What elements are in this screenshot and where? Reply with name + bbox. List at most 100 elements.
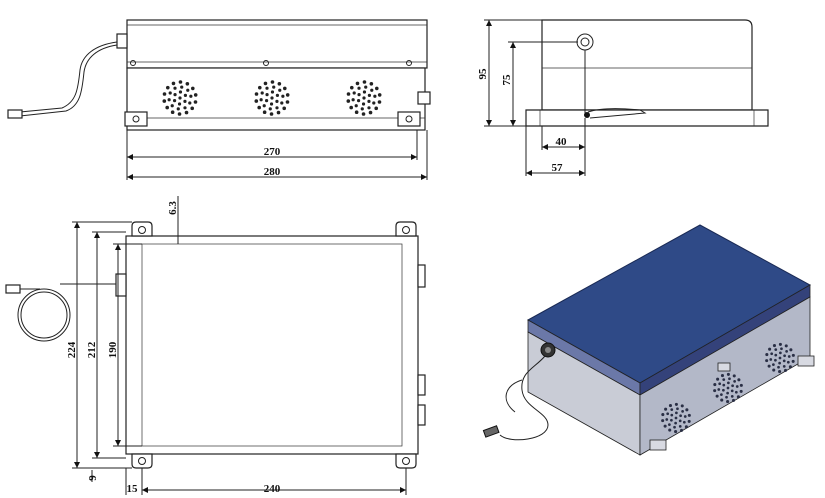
fan-grille-hole [670,408,674,412]
fan-grille-hole [736,395,740,399]
fan-grille-hole [726,386,730,390]
fan-grille-hole [778,356,782,360]
fan-grille-hole [778,361,781,365]
fan-grille-hole [263,81,268,86]
fan-grille-hole [731,384,734,388]
fan-grille-hole [787,355,791,358]
fan-grille-hole [717,388,721,391]
fan-grille-hole [782,364,786,368]
fan-grille-hole [680,428,684,432]
fan-grille-hole [354,110,359,115]
fan-grille-hole [377,100,382,104]
fan-grille-hole [373,94,377,98]
fan-grille-hole [772,363,775,366]
fan-grille-hole [357,86,361,90]
fan-grille-hole [681,410,684,413]
fan-grille-hole [774,358,777,362]
fan-grille-hole [367,93,372,98]
fan-grille-hole [193,93,198,97]
fan-grille-hole [673,425,676,429]
fan-grille-icon [162,80,198,116]
dim-40: 40 [556,136,568,148]
fan-grille-hole [178,80,183,84]
fan-grille-hole [372,101,376,105]
fan-grille-hole [265,93,269,97]
fan-grille-hole [737,378,741,382]
fan-grille-hole [272,85,276,89]
fan-grille-hole [183,99,187,103]
fan-grille-hole [285,100,290,104]
fan-grille-hole [728,377,731,381]
fan-grille-hole [178,96,182,100]
fan-grille-hole [278,88,282,92]
fiber-tip-icon [482,425,500,438]
fan-grille-hole [674,402,678,406]
fan-grille-icon [713,372,743,404]
fan-grille-hole [674,416,678,420]
fan-grille-hole [193,100,198,104]
fan-grille-hole [269,102,274,106]
fan-grille-hole [685,408,689,412]
fan-grille-hole [265,86,269,90]
fan-grille-hole [268,107,272,111]
dim-95: 95 [477,68,489,80]
fan-grille-hole [173,93,177,97]
fiber-tip-icon [5,284,21,294]
fan-grille-hole [184,110,189,115]
fan-grille-icon [254,80,290,116]
dim-57: 57 [552,162,564,174]
fan-grille-hole [262,104,266,108]
fan-grille-hole [678,424,682,428]
fan-grille-hole [661,413,665,417]
fan-grille-hole [774,348,778,352]
fan-grille-icon [765,342,795,374]
fan-grille-hole [260,91,264,95]
fan-grille-hole [726,391,729,395]
dim-240: 240 [264,483,281,495]
fan-grille-hole [362,90,367,94]
fan-grille-hole [375,86,379,91]
fan-grille-hole [735,385,739,388]
fan-grille-hole [733,380,736,383]
fan-grille-hole [180,85,184,89]
fan-grille-hole [713,389,717,393]
fan-grille-hole [720,398,724,402]
fan-grille-hole [675,411,678,415]
fan-grille-hole [368,110,373,115]
fan-grille-hole [349,105,353,110]
fan-grille-hole [275,106,279,110]
fan-grille-hole [351,98,355,102]
mounting-tab-icon [131,453,153,469]
fan-grille-hole [665,418,669,421]
fan-grille-hole [364,85,368,89]
fan-grille-hole [785,350,788,353]
fan-grille-hole [718,382,722,386]
side-view: 95 75 40 57 [477,19,769,176]
fan-grille-hole [778,370,782,374]
fan-grille-hole [188,101,192,105]
fan-grille-hole [727,381,730,385]
fan-grille-hole [162,92,167,96]
front-lower-housing [126,67,426,131]
fan-grille-hole [772,368,776,372]
mounting-tab-icon [649,439,667,451]
fan-grille-hole [674,430,678,434]
fan-grille-icon [661,402,691,434]
top-view: 224 212 190 6.3 9 15 240 [5,196,426,495]
fan-grille-hole [784,368,788,372]
fan-grille-hole [722,388,725,392]
fan-grille-hole [678,419,682,423]
fan-grille-hole [356,98,361,103]
fan-grille-hole [674,421,677,425]
fan-grille-hole [285,93,290,97]
fan-grille-hole [720,393,723,396]
fan-grille-hole [682,420,686,424]
fan-grille-hole [687,413,691,417]
side-housing [541,19,753,111]
mounting-tab-icon [395,221,417,237]
fan-grille-hole [355,81,360,86]
mounting-tab-icon [397,111,421,127]
fiber-coil-icon [17,288,71,342]
side-connector-icon [417,91,431,105]
fan-grille-hole [720,374,724,378]
